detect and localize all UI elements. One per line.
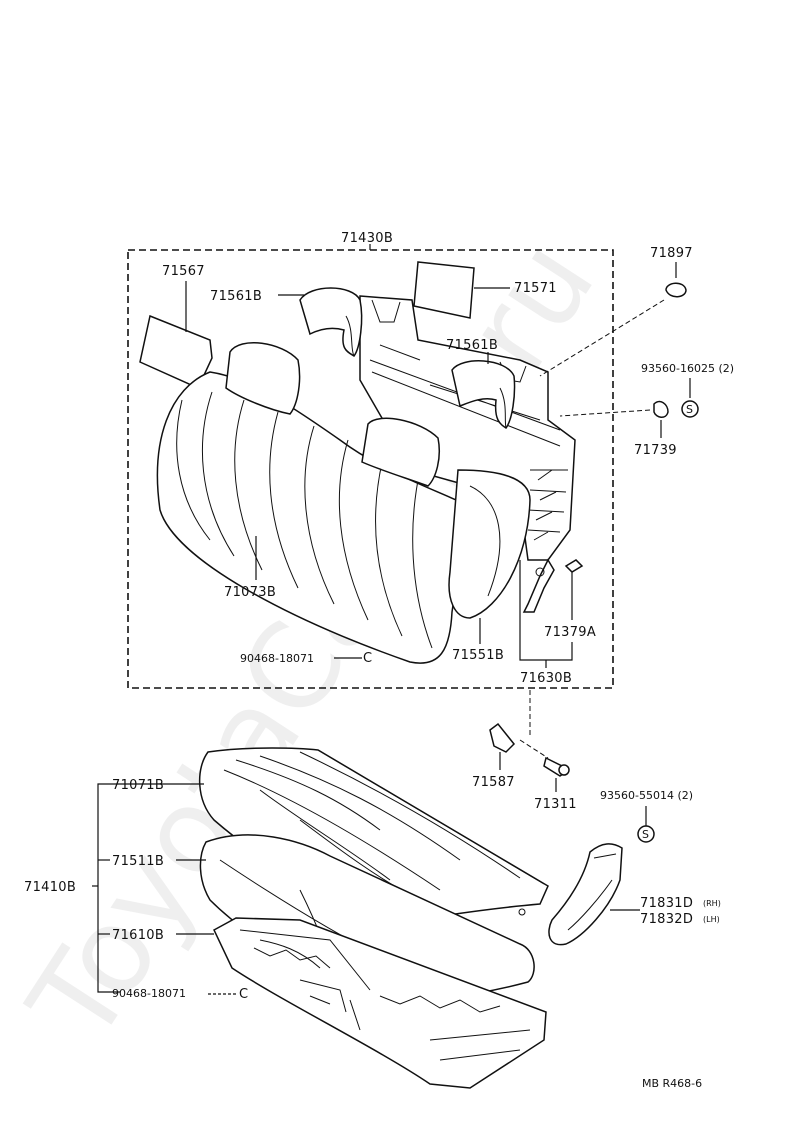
washer-s-top [681, 400, 699, 418]
label-93560-55014: 93560-55014 (2) [600, 789, 693, 802]
clip-symbol-bottom: C [239, 987, 248, 1002]
seat-back-group: 71430B 71567 71561B 71561B [127, 231, 614, 689]
label-71587: 71587 [472, 775, 515, 790]
seatback-side-71551B [448, 469, 531, 619]
hinge-bracket-71630B [522, 558, 555, 613]
label-71410B: 71410B [24, 880, 76, 895]
seat-cushion-group: 71071B 71511B 71410B 71610B 90468-18071 … [24, 747, 549, 1089]
seat-back-group-boundary [127, 249, 614, 689]
drawing-code: MB R468-6 [642, 1077, 702, 1090]
headrest-left [225, 341, 301, 415]
label-71379A: 71379A [544, 625, 596, 640]
washer-93560-55014: 93560-55014 (2) S [600, 789, 693, 843]
pad-71567 [139, 314, 213, 389]
label-90468-18071-bottom: 90468-18071 [112, 987, 186, 1000]
clip-71739 [653, 400, 669, 418]
label-71831D: 71831D [640, 896, 693, 911]
label-71551B: 71551B [452, 648, 504, 663]
fastener-71739-group: 93560-16025 (2) S 71739 [559, 362, 734, 458]
label-71511B: 71511B [112, 854, 164, 869]
label-71630B: 71630B [520, 671, 572, 686]
label-71571: 71571 [514, 281, 557, 296]
label-71567: 71567 [162, 264, 205, 279]
clip-71897: 71897 [539, 246, 693, 377]
washer-symbol-bottom: S [642, 828, 649, 841]
side-cover-71831D-71832D: 71831D (RH) 71832D (LH) [548, 843, 721, 946]
label-71073B: 71073B [224, 585, 276, 600]
label-71430B: 71430B [341, 231, 393, 246]
label-71561B-right: 71561B [446, 338, 498, 353]
headrest-center [361, 417, 440, 487]
pad-71571 [413, 261, 475, 319]
label-71832D-side: (LH) [703, 915, 720, 924]
seatback-71073B [156, 371, 461, 664]
clip-symbol-top: C [363, 651, 372, 666]
bolt-71311: 71311 [519, 739, 577, 812]
label-71831D-side: (RH) [703, 899, 721, 908]
label-71561B-left: 71561B [210, 289, 262, 304]
hinge-cover-71587: 71587 [472, 722, 516, 790]
washer-symbol-top: S [686, 403, 693, 416]
label-71610B: 71610B [112, 928, 164, 943]
label-71739: 71739 [634, 443, 677, 458]
bolt-71379A [564, 559, 584, 573]
label-71897: 71897 [650, 246, 693, 261]
label-71832D: 71832D [640, 912, 693, 927]
cushion-frame-71610B [213, 917, 547, 1089]
label-71071B: 71071B [112, 778, 164, 793]
label-71311: 71311 [534, 797, 577, 812]
label-93560-16025: 93560-16025 (2) [641, 362, 734, 375]
label-90468-18071-top: 90468-18071 [240, 652, 314, 665]
